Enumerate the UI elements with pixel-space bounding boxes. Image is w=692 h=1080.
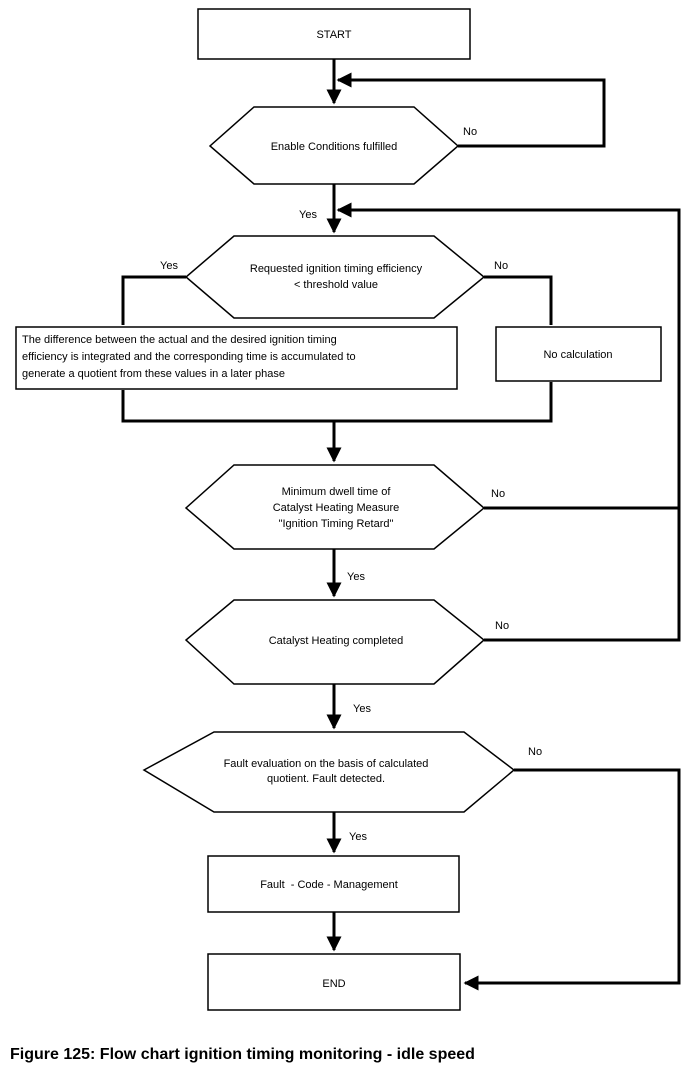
enable-no-label: No: [463, 126, 477, 138]
fault-code-management-box: [207, 855, 460, 913]
requested-no-label: No: [494, 260, 508, 272]
flowchart: START Enable Conditions fulfilled Reques…: [15, 8, 681, 1011]
no-calculation-box: [495, 326, 662, 382]
enable-yes-label: Yes: [299, 209, 317, 221]
edge-requested-no: [484, 275, 553, 325]
requested-label-line1: Requested ignition timing efficiency: [250, 263, 423, 275]
edge-enable-no: [336, 72, 606, 148]
no-calculation-label: No calculation: [543, 349, 612, 361]
dwell-label-line2: Catalyst Heating Measure: [273, 502, 400, 514]
requested-label-line2: < threshold value: [294, 279, 378, 291]
integrate-label-line2: efficiency is integrated and the corresp…: [22, 351, 356, 363]
edge-fault-no: [463, 768, 681, 991]
fault-eval-label-line1: Fault evaluation on the basis of calcula…: [224, 758, 429, 770]
integrate-label-line1: The difference between the actual and th…: [22, 334, 337, 346]
fault-code-management-label: Fault - Code - Management: [260, 879, 398, 891]
enable-decision: [208, 106, 460, 185]
figure-caption: Figure 125: Flow chart ignition timing m…: [10, 1046, 475, 1063]
edge-heating-no: [336, 202, 681, 642]
edge-integrate-merge: [121, 390, 334, 423]
heating-decision: [184, 599, 486, 685]
fault-no-label: No: [528, 746, 542, 758]
dwell-decision: [184, 464, 486, 550]
heating-label: Catalyst Heating completed: [269, 635, 404, 647]
end-box: [207, 953, 461, 1011]
edge-nocalc-merge: [334, 382, 553, 423]
fault-yes-label: Yes: [349, 831, 367, 843]
requested-decision: [184, 235, 486, 319]
heating-yes-label: Yes: [353, 703, 371, 715]
fault-decision: [142, 731, 516, 813]
dwell-label-line3: "Ignition Timing Retard": [279, 518, 394, 530]
start-label: START: [316, 29, 351, 41]
end-label: END: [322, 978, 345, 990]
fault-eval-label-line2: quotient. Fault detected.: [267, 773, 385, 785]
requested-yes-label: Yes: [160, 260, 178, 272]
dwell-label-line1: Minimum dwell time of: [282, 486, 392, 498]
dwell-yes-label: Yes: [347, 571, 365, 583]
integrate-label-line3: generate a quotient from these values in…: [22, 368, 285, 380]
edge-requested-yes: [121, 275, 186, 325]
heating-no-label: No: [495, 620, 509, 632]
dwell-no-label: No: [491, 488, 505, 500]
enable-label: Enable Conditions fulfilled: [271, 141, 398, 153]
start-box: [197, 8, 471, 60]
integrate-box: [15, 326, 458, 390]
connectors: [121, 59, 681, 991]
